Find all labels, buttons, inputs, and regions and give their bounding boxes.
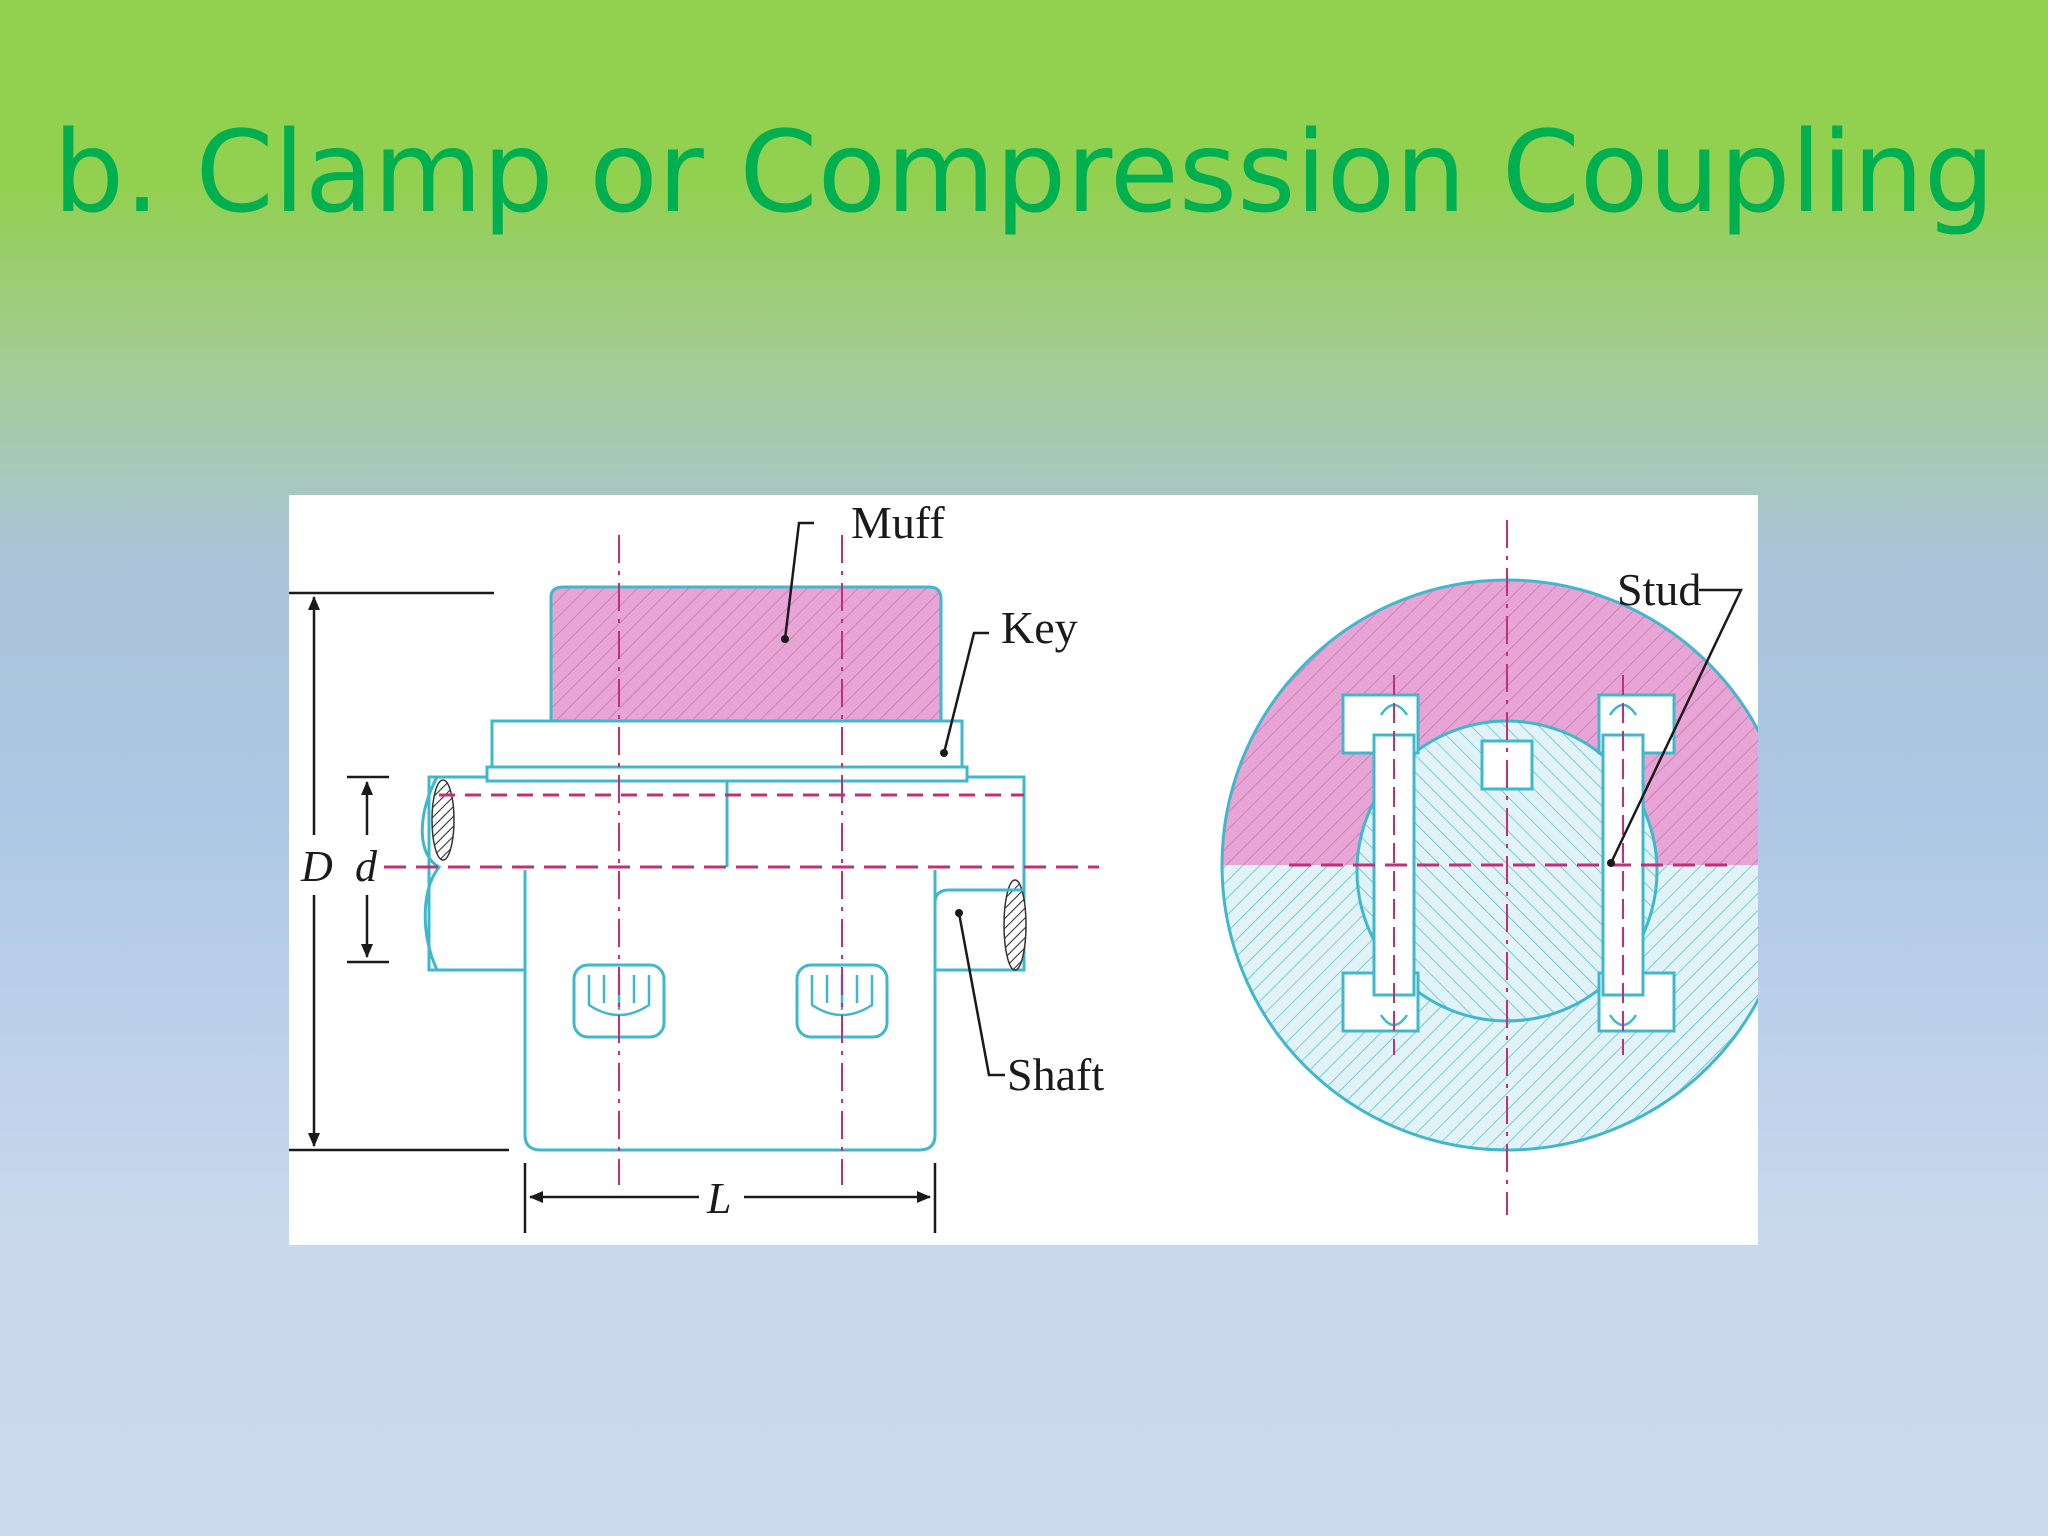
slide-title: b. Clamp or Compression Coupling [53,108,1995,238]
muff-lower-half [523,870,937,1152]
muff-upper-half [549,585,943,723]
label-key: Key [1001,602,1078,653]
label-shaft: Shaft [1007,1049,1104,1100]
shaft-right-section [1003,879,1027,971]
label-outer-diameter: D [300,842,333,891]
stud-right [1597,693,1676,1033]
bolt-head-left [572,963,666,1039]
coupling-diagram: D d L Muff Key Shaft [289,495,1758,1245]
label-stud: Stud [1617,564,1701,615]
shaft-left-section [431,779,455,861]
label-muff: Muff [851,497,945,548]
muff-collar [490,719,964,773]
label-shaft-diameter: d [355,842,378,891]
side-view: D d L Muff Key Shaft [289,497,1104,1233]
shaft-left-break [420,776,442,971]
key [485,765,969,783]
label-length: L [706,1174,731,1223]
end-view: Stud [1220,520,1758,1215]
